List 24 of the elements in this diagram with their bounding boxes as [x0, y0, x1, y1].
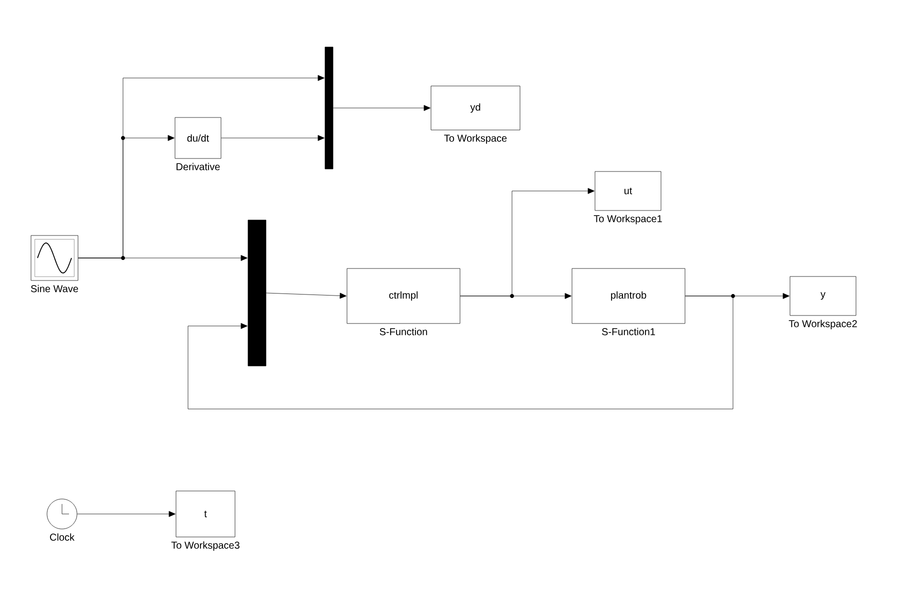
block: t	[176, 490, 236, 538]
arrow	[78, 255, 248, 261]
block: du/dt	[174, 117, 222, 159]
block-name: Clock	[50, 533, 75, 541]
block-name: To Workspace1	[594, 214, 662, 224]
block: plantrob	[572, 268, 686, 324]
block: yd	[430, 86, 520, 130]
arrow	[333, 105, 430, 111]
block-name: To Workspace	[444, 134, 507, 144]
arrow	[460, 293, 572, 299]
block-name: To Workspace2	[788, 320, 857, 330]
block: ut	[594, 171, 662, 211]
block-name: S-Function	[380, 328, 428, 336]
block-name: S-Function1	[602, 328, 655, 336]
arrow	[77, 511, 176, 517]
block-name: To Workspace3	[171, 541, 240, 551]
block-name: Sine Wave	[30, 284, 78, 292]
mux-bar	[248, 220, 266, 366]
block: y	[790, 276, 856, 316]
arrow	[188, 296, 734, 410]
arrow	[221, 135, 324, 141]
block-name: Derivative	[176, 162, 220, 170]
block: ctrlmpl	[346, 268, 460, 324]
arrow	[266, 292, 346, 299]
